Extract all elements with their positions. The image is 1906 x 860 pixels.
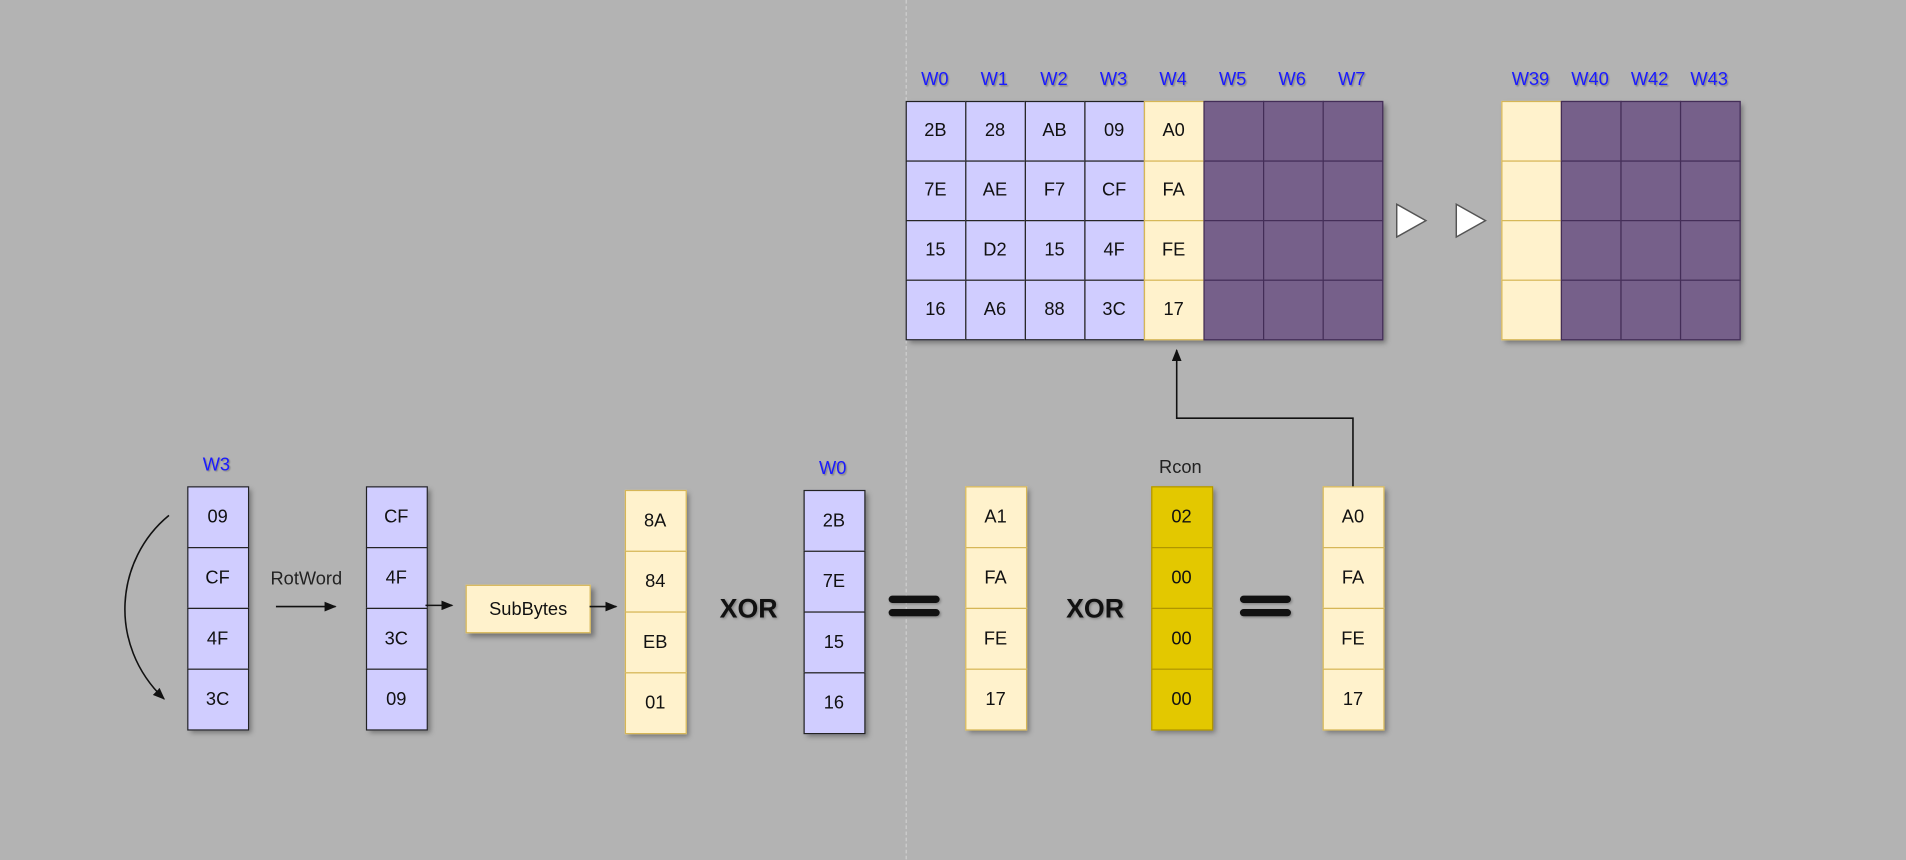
result2-cell: FA [1321,546,1384,609]
final-cell-new [1500,219,1562,281]
result2-cell: 17 [1321,667,1384,730]
w0-cell: 15 [802,610,865,673]
word-label: W7 [1338,69,1366,90]
final-cell-pending [1679,278,1741,340]
w0-label: W0 [819,458,847,479]
subbed-cell: 01 [624,671,687,734]
key-schedule-grid: 2B 28 AB 09 A0 7E AE F7 CF FA 15 D2 15 4… [905,100,1383,340]
rotated-cell: 09 [365,667,428,730]
key-cell-pending [1321,278,1383,340]
rcon-label: Rcon [1159,457,1202,478]
play-icon [1395,202,1428,239]
word-label: W40 [1571,69,1609,90]
result1-cell: A1 [964,485,1027,548]
w3-cell: 4F [186,607,249,670]
word-label: W6 [1278,69,1306,90]
subbed-cell: 84 [624,550,687,613]
divider-line [905,0,907,860]
key-cell: AE [964,159,1026,221]
final-cell-pending [1679,219,1741,281]
equals-sign [1239,595,1291,623]
word-label: W42 [1630,69,1669,90]
w0-cell: 7E [802,550,865,613]
w3-cell: CF [186,546,249,609]
w0-cell: 16 [802,671,865,734]
xor-operator: XOR [1066,593,1125,624]
rotword-label: RotWord [270,568,343,590]
key-cell: CF [1083,159,1145,221]
result2-cell: FE [1321,607,1384,670]
key-cell: AB [1024,100,1085,162]
rotate-curve-arrow [124,514,170,700]
final-cell-pending [1679,100,1741,162]
key-cell: 15 [1024,219,1085,281]
xor-operator: XOR [719,593,778,624]
play-icon [1455,202,1487,239]
rotated-cell: CF [365,485,428,548]
word-label: W0 [921,69,949,90]
result2-cell: A0 [1321,485,1384,548]
rcon-cell: 00 [1150,546,1213,609]
word-label: W3 [1099,69,1128,90]
word-label: W5 [1218,69,1247,90]
word-label: W4 [1159,69,1187,90]
word-label: W43 [1690,69,1728,90]
key-cell-pending [1202,278,1264,340]
rotated-column: CF 4F 3C 09 [365,485,428,730]
w3-column: 09 CF 4F 3C [186,485,249,730]
w3-label: W3 [202,454,231,476]
final-cell-pending [1619,278,1681,340]
word-label: W2 [1040,69,1068,90]
result1-column: A1 FA FE 17 [964,485,1027,730]
key-cell-pending [1262,278,1324,340]
rcon-cell: 00 [1150,667,1213,730]
rotated-cell: 4F [365,546,428,609]
key-cell: 09 [1083,100,1145,162]
feedback-arrow [1171,348,1354,487]
result1-cell: 17 [964,667,1027,730]
w0-column: 2B 7E 15 16 [802,489,865,734]
key-cell-pending [1262,100,1324,162]
final-words-grid [1500,100,1741,340]
key-cell-new: 17 [1143,278,1205,340]
result1-cell: FE [964,607,1027,670]
result2-column: A0 FA FE 17 [1321,485,1384,730]
key-cell-new: FE [1143,219,1205,281]
key-cell-pending [1202,219,1264,281]
word-label: W1 [980,69,1009,90]
final-cell-pending [1679,159,1741,221]
w0-cell: 2B [802,489,865,552]
final-cell-pending [1560,219,1622,281]
final-cell-pending [1619,219,1681,281]
key-cell: A6 [964,278,1026,340]
key-cell: 4F [1083,219,1145,281]
w3-cell: 3C [186,667,249,730]
subbytes-box: SubBytes [465,584,591,634]
rcon-column: 02 00 00 00 [1150,485,1213,730]
equals-sign [888,595,940,623]
subbed-cell: EB [624,610,687,673]
final-cell-pending [1560,100,1622,162]
key-cell: 3C [1083,278,1145,340]
subbed-column: 8A 84 EB 01 [624,489,687,734]
key-cell-pending [1202,100,1264,162]
word-label: W39 [1511,69,1550,90]
